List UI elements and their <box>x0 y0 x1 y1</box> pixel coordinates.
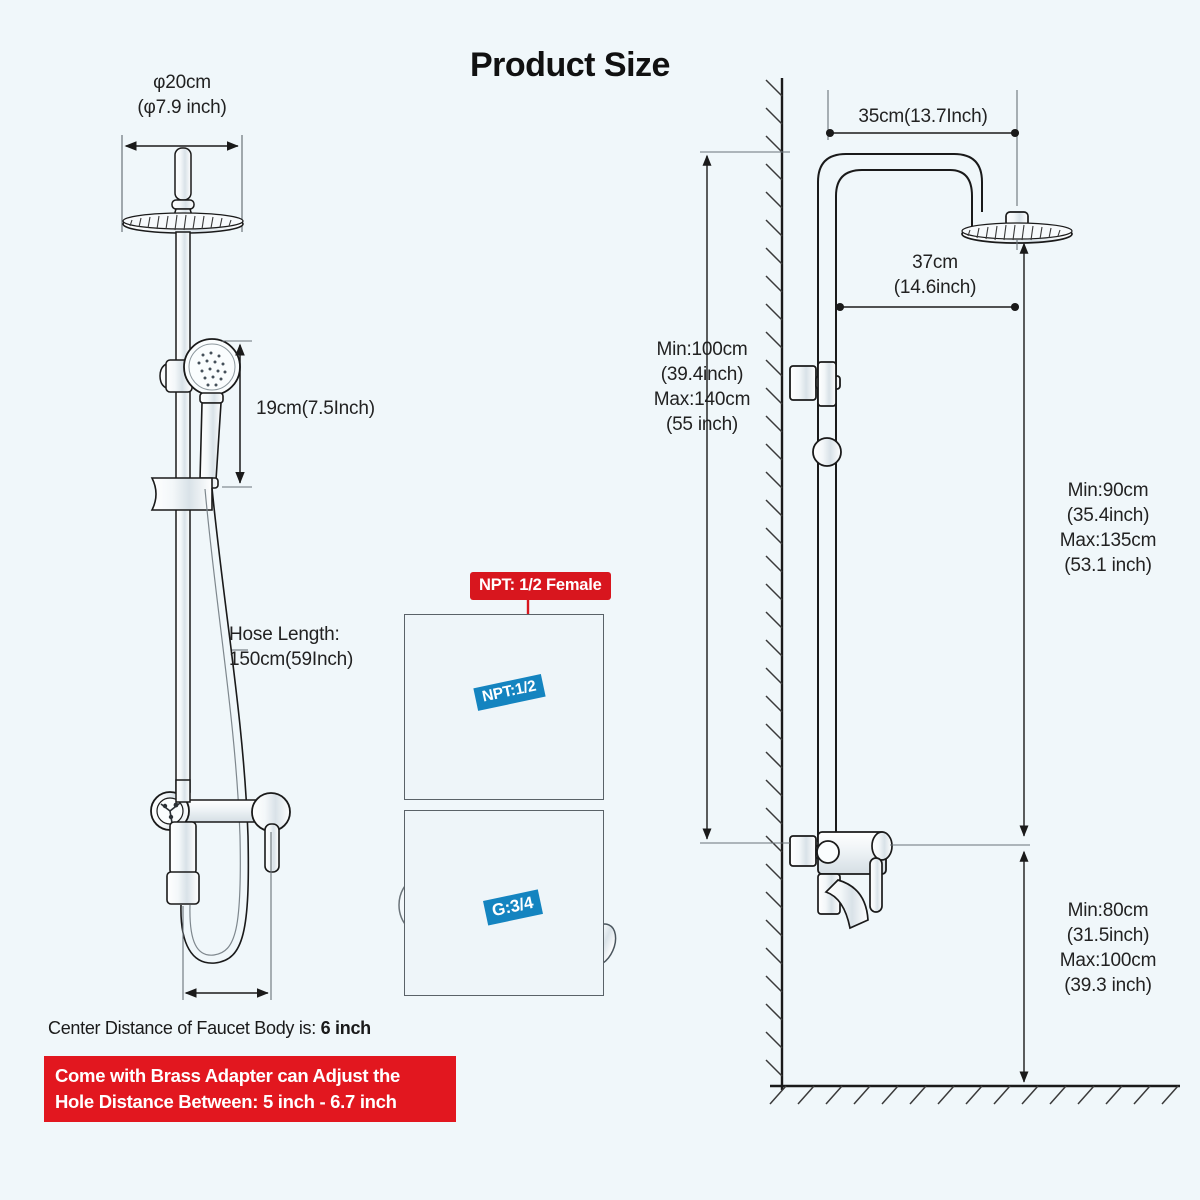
head-to-valve-line3: Max:135cm <box>1059 530 1157 552</box>
dim-label-hose-length: Hose Length: 150cm(59Inch) <box>229 622 353 672</box>
head-to-valve-line2: (35.4inch) <box>1066 505 1150 527</box>
valve-to-floor-line4: (39.3 inch) <box>1064 975 1152 997</box>
wall-inlet-line1: Min:100cm <box>656 339 748 360</box>
hand-shower-handle <box>197 392 224 489</box>
head-offset-line2: (14.6inch) <box>893 277 977 299</box>
valve-to-floor-line1: Min:80cm <box>1067 900 1149 921</box>
dim-head-to-valve <box>890 240 1030 846</box>
hose-length-line1: Hose Length: <box>229 624 340 645</box>
shower-hose <box>180 487 250 964</box>
dim-label-wall-inlet-height: Min:100cm (39.4inch) Max:140cm (55 inch) <box>622 337 782 437</box>
adapter-note-prefix: Hole Distance Between: <box>55 1090 263 1112</box>
dim-label-handheld-length: 19cm(7.5Inch) <box>256 398 375 419</box>
left-elevation-drawing <box>121 135 291 1000</box>
wall-inlet-line3: Max:140cm <box>653 389 751 411</box>
right-mixer-valve <box>789 831 893 930</box>
center-distance-value: 6 inch <box>320 1018 372 1038</box>
slide-holder-bracket <box>150 477 213 511</box>
hose-length-line2: 150cm(59Inch) <box>229 649 354 671</box>
inset-npt-box <box>404 614 604 800</box>
faucet-mixer-body <box>150 779 291 905</box>
valve-to-floor-line3: Max:100cm <box>1059 950 1157 972</box>
page-title: Product Size <box>470 46 670 84</box>
dim-label-arm-reach: 35cm(13.7Inch) <box>858 106 988 127</box>
head-to-valve-line1: Min:90cm <box>1067 480 1149 501</box>
hand-shower-head <box>183 338 241 396</box>
valve-to-floor-line2: (31.5inch) <box>1066 925 1150 947</box>
center-distance-prefix: Center Distance of Faucet Body is: <box>48 1018 321 1038</box>
wall-inlet-line2: (39.4inch) <box>660 364 744 386</box>
head-offset-line1: 37cm <box>912 252 958 273</box>
right-rain-shower-head <box>961 211 1073 244</box>
dim-label-valve-to-floor: Min:80cm (31.5inch) Max:100cm (39.3 inch… <box>1028 898 1188 998</box>
right-elevation-drawing <box>700 78 1180 1105</box>
wall <box>765 78 784 1090</box>
floor <box>769 1084 1180 1105</box>
dim-label-head-offset: 37cm (14.6inch) <box>845 250 1025 300</box>
head-diameter-line2: (φ7.9 inch) <box>137 97 227 119</box>
dim-handheld-length <box>222 340 252 488</box>
brass-adapter-note: Come with Brass Adapter can Adjust the H… <box>44 1056 456 1123</box>
center-distance-note: Center Distance of Faucet Body is: 6 inc… <box>48 1018 371 1039</box>
dim-center-distance <box>182 832 272 1000</box>
dim-label-head-to-valve: Min:90cm (35.4inch) Max:135cm (53.1 inch… <box>1028 478 1188 578</box>
right-slide-ring <box>812 437 842 467</box>
adapter-note-line1: Come with Brass Adapter can Adjust the <box>55 1065 400 1086</box>
wall-inlet-line4: (55 inch) <box>665 414 739 436</box>
head-diameter-line1: φ20cm <box>153 72 211 93</box>
dim-arm-reach <box>825 90 1020 206</box>
slide-bar-riser <box>175 231 191 793</box>
adapter-note-line2: Hole Distance Between: 5 inch - 6.7 inch <box>55 1089 445 1115</box>
head-to-valve-line4: (53.1 inch) <box>1064 555 1152 577</box>
ceiling-shower-arm <box>171 147 195 220</box>
dim-head-offset <box>835 302 1020 312</box>
adapter-note-value: 5 inch - 6.7 inch <box>262 1090 397 1112</box>
wall-inlet-fitting <box>789 361 841 407</box>
overhead-rain-shower-head <box>122 212 244 234</box>
npt-female-callout: NPT: 1/2 Female <box>470 572 611 600</box>
dim-wall-inlet-height <box>700 151 790 844</box>
dim-label-head-diameter: φ20cm (φ7.9 inch) <box>82 70 282 120</box>
